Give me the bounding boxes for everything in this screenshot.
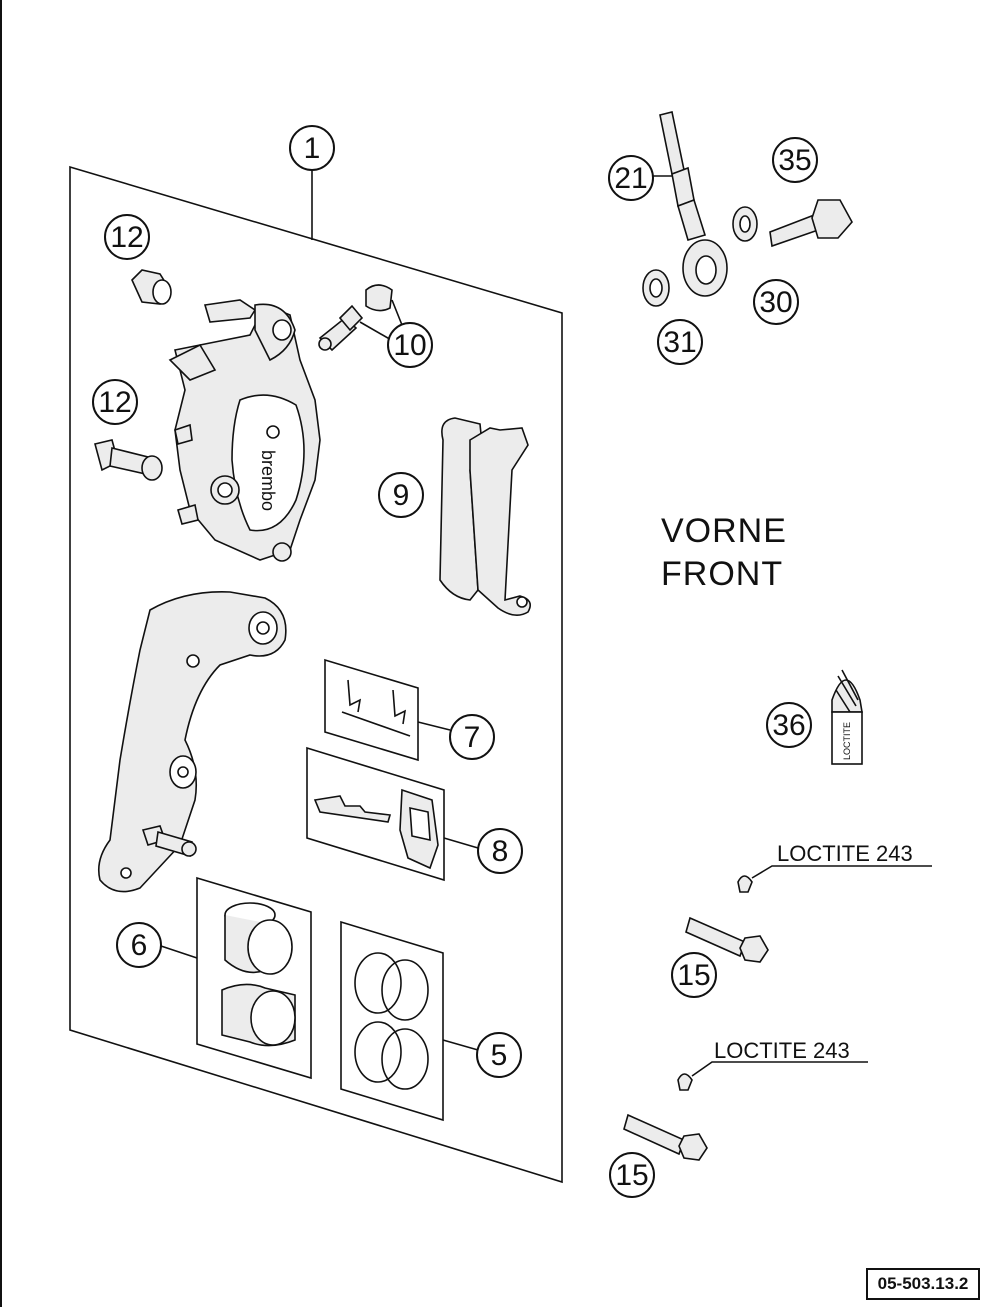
svg-text:1: 1 [304, 132, 321, 165]
svg-text:7: 7 [464, 721, 481, 754]
direction-label-line1: VORNE [661, 512, 787, 550]
document-id: 05-503.13.2 [866, 1268, 980, 1300]
svg-text:5: 5 [491, 1039, 508, 1072]
callout-31: 31 [657, 319, 703, 365]
svg-text:15: 15 [677, 959, 710, 992]
screw-15-lower [623, 1073, 708, 1161]
svg-text:35: 35 [778, 144, 811, 177]
bleeder-valve-part [318, 284, 393, 352]
leader-loctite-b [691, 1061, 868, 1077]
screw-15-upper [685, 875, 769, 963]
leader-10b [391, 299, 403, 326]
callout-8: 8 [477, 828, 523, 874]
callout-36: 36 [766, 702, 812, 748]
svg-text:21: 21 [614, 162, 647, 195]
loctite-tube: LOCTITE [831, 669, 863, 765]
caliper-pin-bolt [94, 439, 163, 481]
svg-text:31: 31 [663, 326, 696, 359]
leader-6 [160, 945, 198, 959]
svg-text:12: 12 [110, 221, 143, 254]
loctite-tube-label: LOCTITE [842, 722, 852, 760]
callout-15-upper: 15 [671, 952, 717, 998]
left-border [0, 0, 2, 1307]
callout-30: 30 [753, 279, 799, 325]
pin-kit-box [324, 658, 419, 762]
svg-text:30: 30 [759, 286, 792, 319]
caliper-carrier-bracket [97, 591, 287, 893]
bushing-cap-part [131, 269, 172, 305]
leader-5 [442, 1039, 479, 1051]
svg-text:9: 9 [393, 479, 410, 512]
svg-text:10: 10 [393, 329, 426, 362]
callout-10: 10 [387, 322, 433, 368]
spring-clip-kit-box [306, 746, 445, 882]
svg-text:8: 8 [492, 835, 509, 868]
callout-7: 7 [449, 714, 495, 760]
callout-21: 21 [608, 155, 654, 201]
assembly-panel [69, 165, 563, 1184]
callout-1: 1 [289, 125, 335, 171]
svg-text:15: 15 [615, 1159, 648, 1192]
brake-pads-part [439, 417, 531, 616]
callout-35: 35 [772, 137, 818, 183]
callout-12-lower: 12 [92, 379, 138, 425]
callout-15-lower: 15 [609, 1152, 655, 1198]
leader-loctite-a [751, 865, 932, 879]
direction-label-line2: FRONT [661, 555, 783, 593]
svg-text:12: 12 [98, 386, 131, 419]
callout-12-top: 12 [104, 214, 150, 260]
seals-box [340, 920, 444, 1122]
callout-5: 5 [476, 1032, 522, 1078]
callout-6: 6 [116, 922, 162, 968]
leader-7 [417, 721, 451, 731]
brake-line-assembly [642, 111, 853, 307]
brake-caliper-body: brembo [168, 299, 321, 562]
pistons-box [196, 876, 312, 1080]
callout-9: 9 [378, 472, 424, 518]
leader-8 [443, 837, 479, 849]
loctite-note-lower: LOCTITE 243 [714, 1038, 850, 1063]
svg-text:6: 6 [131, 929, 148, 962]
loctite-note-upper: LOCTITE 243 [777, 841, 913, 866]
svg-text:36: 36 [772, 709, 805, 742]
brand-logo-text: brembo [258, 450, 278, 511]
